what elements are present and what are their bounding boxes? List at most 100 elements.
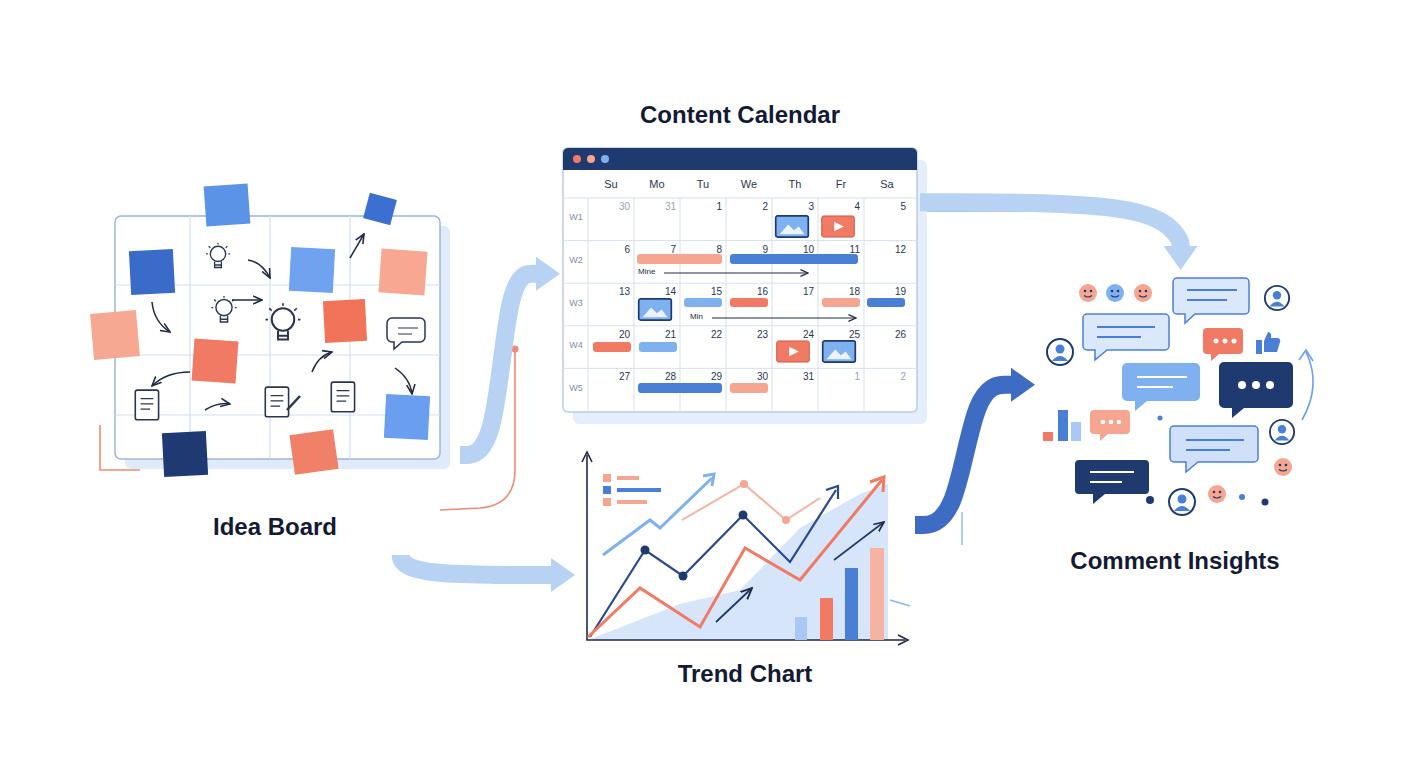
idea-board-illustration <box>162 431 208 477</box>
idea-board-illustration <box>265 387 288 417</box>
idea-board-illustration <box>248 260 270 278</box>
trend-chart-illustration <box>641 546 650 555</box>
calendar-window <box>822 216 855 237</box>
comment-cluster <box>1075 460 1149 504</box>
idea-board-illustration <box>331 382 354 412</box>
calendar-window <box>777 341 810 362</box>
day-number: 6 <box>624 244 630 255</box>
calendar-window <box>730 254 858 264</box>
comment-cluster <box>1252 381 1260 389</box>
leader-line <box>1302 352 1313 420</box>
calendar-window <box>712 317 856 318</box>
comment-cluster <box>1274 458 1292 476</box>
week-label: W5 <box>569 384 583 394</box>
event-note: Mine <box>638 268 655 277</box>
node-title: Content Calendar <box>640 101 840 129</box>
day-number: 25 <box>849 329 860 340</box>
comment-cluster <box>1214 339 1219 344</box>
day-number: 21 <box>665 329 676 340</box>
day-number: 27 <box>619 371 630 382</box>
comment-cluster <box>1079 284 1097 302</box>
idea-board-illustration <box>115 216 440 459</box>
comment-cluster <box>1043 432 1053 441</box>
day-number: 29 <box>711 371 722 382</box>
day-number: 8 <box>716 244 722 255</box>
weekday-header: Th <box>789 178 802 190</box>
idea-board-illustration <box>289 247 335 293</box>
node-title: Comment Insights <box>1070 547 1279 575</box>
comment-cluster <box>1256 332 1280 354</box>
calendar-window <box>730 298 768 307</box>
weekday-header: Su <box>604 178 617 190</box>
comment-cluster <box>1170 426 1258 472</box>
calendar-window <box>823 341 856 362</box>
calendar-window <box>601 155 609 163</box>
day-number: 2 <box>900 371 906 382</box>
comment-cluster <box>1097 327 1155 337</box>
trend-chart-illustration <box>587 455 905 640</box>
idea-board-illustration <box>287 396 300 410</box>
day-number: 1 <box>854 371 860 382</box>
day-number: 30 <box>757 371 768 382</box>
comment-cluster <box>1262 499 1269 506</box>
calendar-window <box>639 342 677 352</box>
day-number: 24 <box>803 329 814 340</box>
calendar-window <box>822 298 860 307</box>
idea-board-illustration <box>152 302 170 332</box>
day-number: 30 <box>619 201 630 212</box>
day-number: 5 <box>900 201 906 212</box>
trend-chart-illustration <box>782 516 790 524</box>
calendar-window <box>637 254 722 264</box>
trend-chart-illustration <box>603 486 611 494</box>
day-number: 12 <box>895 244 906 255</box>
comment-cluster <box>1043 278 1294 515</box>
comment-cluster <box>1238 381 1246 389</box>
day-number: 10 <box>803 244 814 255</box>
comment-cluster <box>1169 489 1195 515</box>
flow-arrow <box>920 202 1181 246</box>
calendar-window <box>573 155 581 163</box>
calendar-window <box>664 272 808 273</box>
trend-chart-illustration <box>795 617 807 640</box>
comment-cluster <box>1173 278 1249 323</box>
idea-board-illustration <box>312 352 332 372</box>
trend-chart-illustration <box>703 474 714 486</box>
idea-board-illustration <box>379 248 428 295</box>
idea-board-illustration <box>129 249 175 295</box>
trend-chart-illustration <box>679 572 688 581</box>
day-number: 1 <box>716 201 722 212</box>
day-number: 22 <box>711 329 722 340</box>
leader-line <box>1299 350 1313 361</box>
calendar-window <box>776 216 809 237</box>
comment-cluster <box>1109 420 1114 425</box>
comment-cluster <box>1058 410 1068 441</box>
trend-chart-illustration <box>582 452 908 645</box>
trend-chart-illustration <box>590 490 836 637</box>
calendar-window <box>639 299 672 320</box>
comment-cluster <box>1090 472 1134 482</box>
comment-cluster <box>1101 420 1106 425</box>
day-number: 14 <box>665 286 676 297</box>
leader-line <box>890 600 910 606</box>
calendar-window <box>587 155 595 163</box>
trend-chart-illustration <box>820 598 833 640</box>
calendar-window <box>563 148 917 170</box>
trend-chart-illustration <box>617 500 647 504</box>
weekday-header: We <box>741 178 757 190</box>
comment-cluster <box>1266 381 1274 389</box>
comment-cluster <box>1134 284 1152 302</box>
day-number: 7 <box>670 244 676 255</box>
trend-chart-illustration <box>603 498 611 506</box>
comment-cluster <box>1071 422 1081 441</box>
idea-board-illustration <box>266 303 301 339</box>
idea-board-illustration <box>135 390 158 420</box>
comment-cluster <box>1239 494 1245 500</box>
day-number: 11 <box>850 244 860 255</box>
comment-cluster <box>1186 440 1244 450</box>
comment-cluster <box>1158 416 1163 421</box>
comment-cluster <box>1137 377 1187 387</box>
calendar-window <box>638 383 722 393</box>
node-title: Trend Chart <box>678 660 813 688</box>
comment-cluster <box>1090 410 1130 441</box>
